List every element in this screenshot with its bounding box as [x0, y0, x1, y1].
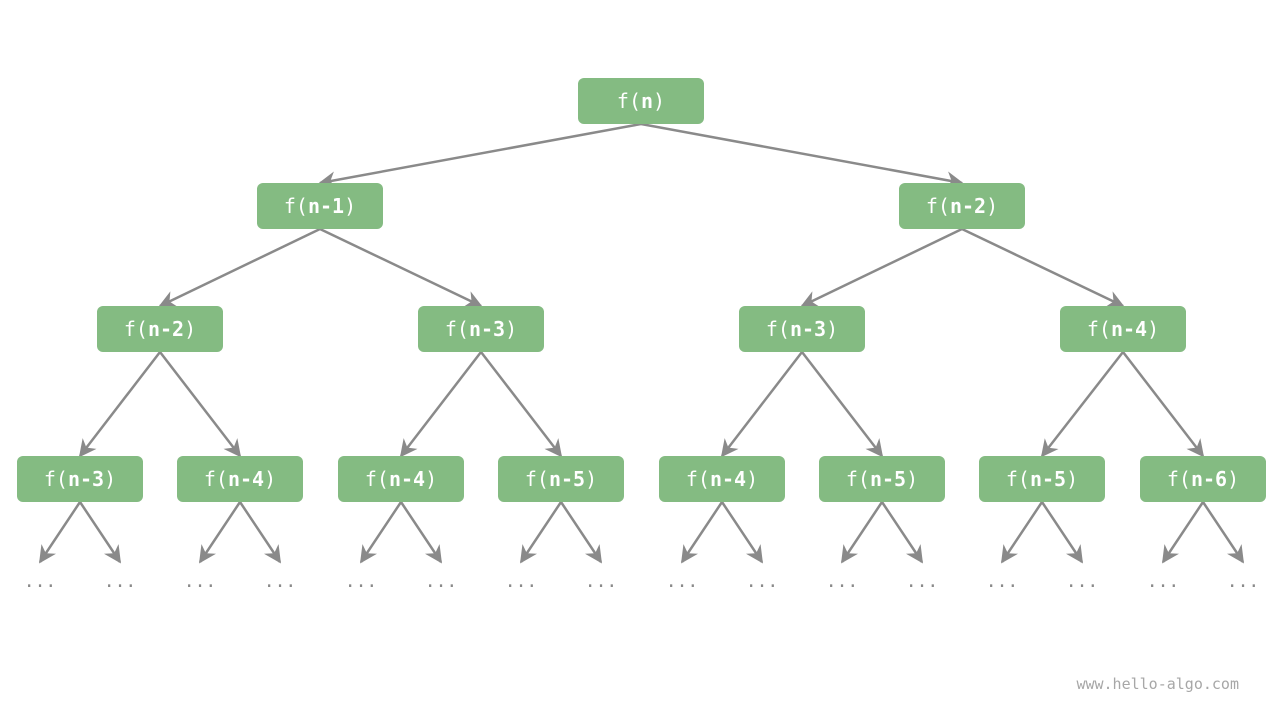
tree-edge	[159, 351, 242, 458]
tree-node: f(n-5)	[498, 456, 624, 502]
tree-node: f(n-5)	[979, 456, 1105, 502]
ellipsis: ...	[584, 571, 618, 592]
tree-node: f(n-4)	[1060, 306, 1186, 352]
continuation-edge	[38, 501, 82, 564]
continuation-edge	[880, 501, 924, 564]
node-argument: n-4	[1110, 317, 1148, 341]
tree-edge	[319, 227, 483, 308]
ellipsis: ...	[263, 571, 297, 592]
tree-edge	[318, 122, 642, 189]
ellipsis: ...	[985, 571, 1019, 592]
ellipsis: ...	[1146, 571, 1180, 592]
ellipsis: ...	[344, 571, 378, 592]
tree-node: f(n-2)	[899, 183, 1025, 229]
tree-node: f(n-3)	[418, 306, 544, 352]
ellipsis: ...	[1065, 571, 1099, 592]
ellipsis: ...	[103, 571, 137, 592]
continuation-edge	[1040, 501, 1084, 564]
node-argument: n-6	[1190, 467, 1228, 491]
tree-node: f(n-5)	[819, 456, 945, 502]
ellipsis: ...	[23, 571, 57, 592]
ellipsis: ...	[745, 571, 779, 592]
ellipsis: ...	[424, 571, 458, 592]
node-argument: n-4	[388, 467, 426, 491]
node-argument: n-1	[307, 194, 345, 218]
tree-edge	[480, 351, 563, 458]
continuation-edge	[1201, 501, 1245, 564]
tree-node: f(n)	[578, 78, 704, 124]
tree-node: f(n-4)	[659, 456, 785, 502]
tree-node: f(n-4)	[177, 456, 303, 502]
tree-edge	[640, 122, 964, 189]
tree-node: f(n-6)	[1140, 456, 1266, 502]
continuation-edge	[559, 501, 603, 564]
ellipsis: ...	[825, 571, 859, 592]
continuation-edge	[399, 501, 443, 564]
continuation-edge	[840, 501, 884, 564]
node-argument: n-2	[147, 317, 185, 341]
ellipsis: ...	[665, 571, 699, 592]
ellipsis: ...	[905, 571, 939, 592]
node-argument: n-3	[67, 467, 105, 491]
watermark: www.hello-algo.com	[1076, 675, 1239, 693]
continuation-edge	[238, 501, 282, 564]
continuation-edge	[1000, 501, 1044, 564]
continuation-edge	[78, 501, 122, 564]
node-argument: n-4	[709, 467, 747, 491]
node-argument: n-4	[227, 467, 265, 491]
tree-edge	[720, 351, 803, 458]
continuation-edge	[1161, 501, 1205, 564]
node-argument: n-5	[548, 467, 586, 491]
node-argument: n-5	[869, 467, 907, 491]
tree-edge	[1122, 351, 1205, 458]
node-argument: n-3	[789, 317, 827, 341]
tree-node: f(n-3)	[17, 456, 143, 502]
tree-edge	[961, 227, 1125, 308]
tree-edge	[800, 227, 963, 308]
tree-node: f(n-4)	[338, 456, 464, 502]
node-argument: n-3	[468, 317, 506, 341]
tree-edge	[399, 351, 482, 458]
ellipsis: ...	[183, 571, 217, 592]
ellipsis: ...	[1226, 571, 1260, 592]
node-argument: n-2	[949, 194, 987, 218]
tree-node: f(n-2)	[97, 306, 223, 352]
tree-edge	[78, 351, 161, 458]
continuation-edge	[198, 501, 242, 564]
ellipsis: ...	[504, 571, 538, 592]
tree-edge	[1040, 351, 1124, 458]
continuation-edge	[519, 501, 563, 564]
continuation-edge	[680, 501, 724, 564]
node-argument: n-5	[1029, 467, 1067, 491]
continuation-edge	[359, 501, 403, 564]
tree-node: f(n-3)	[739, 306, 865, 352]
tree-edge	[801, 351, 884, 458]
node-argument: n	[641, 89, 654, 113]
tree-edge	[158, 227, 321, 308]
continuation-edge	[720, 501, 764, 564]
tree-node: f(n-1)	[257, 183, 383, 229]
